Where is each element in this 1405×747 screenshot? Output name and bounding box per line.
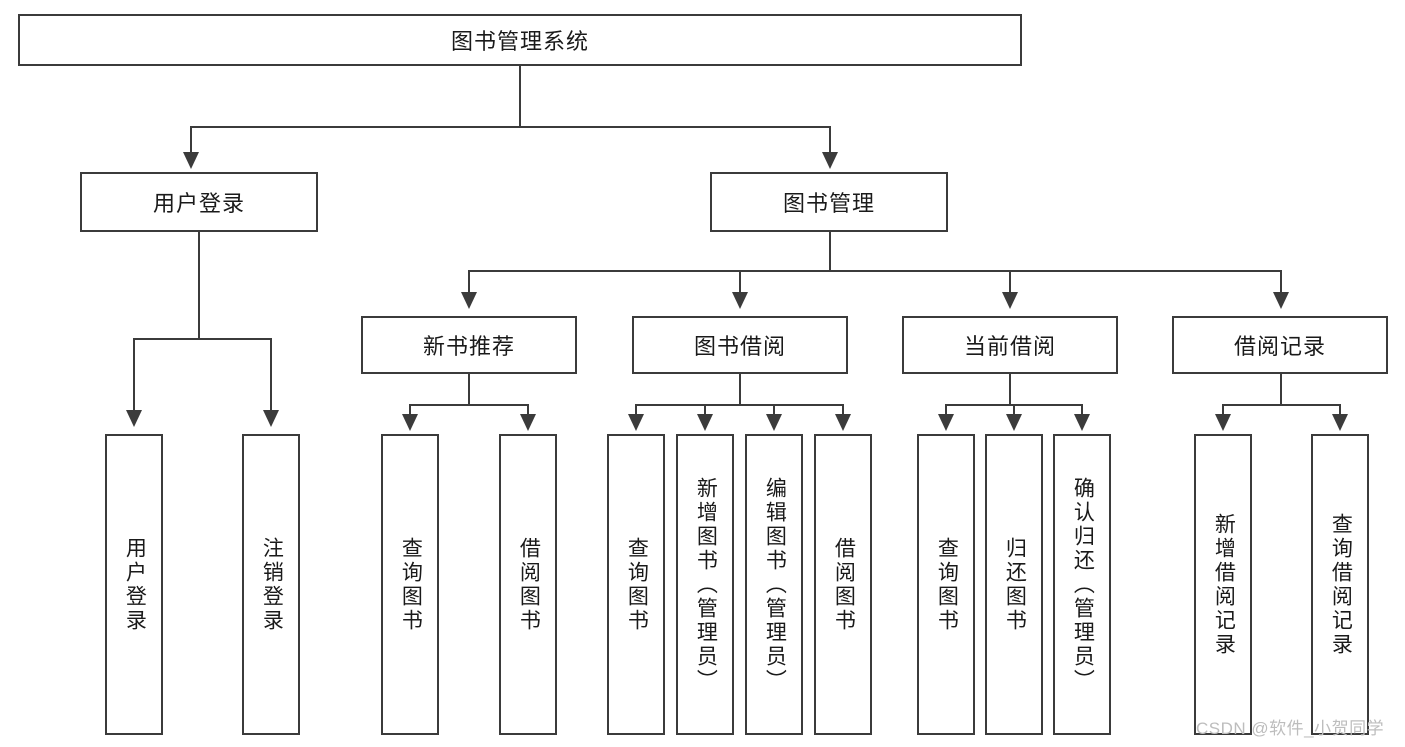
connector-new-book-stem — [468, 374, 470, 406]
node-book-borrow[interactable]: 图书借阅 — [632, 316, 848, 374]
arrow-icon-root-to-user-login — [183, 152, 199, 169]
connector-book-borrow-stem — [739, 374, 741, 406]
connector-book-borrow-bar — [635, 404, 844, 406]
leaf-book-borrow-borrow[interactable]: 借阅图书 — [814, 434, 872, 735]
connector-current-borrow-drop-3 — [1081, 404, 1083, 416]
leaf-current-borrow-query[interactable]: 查询图书 — [917, 434, 975, 735]
arrow-icon-root-to-book-manage — [822, 152, 838, 169]
connector-root-to-user-login — [190, 126, 192, 153]
connector-user-login-stem — [198, 232, 200, 340]
arrow-icon-current-borrow-leaf-3 — [1074, 414, 1090, 431]
leaf-user-login-logout[interactable]: 注销登录 — [242, 434, 300, 735]
connector-user-login-bar — [133, 338, 270, 340]
arrow-icon-current-borrow-leaf-1 — [938, 414, 954, 431]
arrow-icon-to-borrow-record — [1273, 292, 1289, 309]
arrow-icon-current-borrow-leaf-2 — [1006, 414, 1022, 431]
arrow-icon-to-book-borrow — [732, 292, 748, 309]
arrow-icon-borrow-record-leaf-1 — [1215, 414, 1231, 431]
connector-root-bar — [190, 126, 831, 128]
connector-book-manage-drop-2 — [739, 270, 741, 294]
connector-book-borrow-drop-4 — [842, 404, 844, 416]
arrow-icon-user-login-leaf-2 — [263, 410, 279, 427]
connector-root-to-book-manage — [829, 126, 831, 153]
node-borrow-record[interactable]: 借阅记录 — [1172, 316, 1388, 374]
connector-current-borrow-stem — [1009, 374, 1011, 406]
connector-user-login-drop-2 — [270, 338, 272, 412]
arrow-icon-book-borrow-leaf-2 — [697, 414, 713, 431]
leaf-new-book-borrow[interactable]: 借阅图书 — [499, 434, 557, 735]
connector-book-manage-drop-4 — [1280, 270, 1282, 294]
connector-book-borrow-drop-3 — [773, 404, 775, 416]
leaf-new-book-query[interactable]: 查询图书 — [381, 434, 439, 735]
leaf-borrow-record-add[interactable]: 新增借阅记录 — [1194, 434, 1252, 735]
leaf-current-borrow-confirm-return[interactable]: 确认归还（管理员） — [1053, 434, 1111, 735]
arrow-icon-book-borrow-leaf-4 — [835, 414, 851, 431]
connector-current-borrow-drop-2 — [1013, 404, 1015, 416]
watermark-text: CSDN @软件_小贺同学 — [1196, 719, 1385, 738]
leaf-current-borrow-return[interactable]: 归还图书 — [985, 434, 1043, 735]
arrow-icon-to-new-book-recommend — [461, 292, 477, 309]
arrow-icon-new-book-leaf-2 — [520, 414, 536, 431]
node-book-manage[interactable]: 图书管理 — [710, 172, 948, 232]
connector-book-borrow-drop-1 — [635, 404, 637, 416]
leaf-book-borrow-add[interactable]: 新增图书（管理员） — [676, 434, 734, 735]
connector-book-manage-stem — [829, 232, 831, 272]
leaf-borrow-record-query[interactable]: 查询借阅记录 — [1311, 434, 1369, 735]
connector-book-manage-drop-1 — [468, 270, 470, 294]
connector-new-book-drop-1 — [409, 404, 411, 416]
leaf-user-login-login[interactable]: 用户登录 — [105, 434, 163, 735]
connector-borrow-record-drop-1 — [1222, 404, 1224, 416]
arrow-icon-book-borrow-leaf-1 — [628, 414, 644, 431]
connector-new-book-drop-2 — [527, 404, 529, 416]
node-current-borrow[interactable]: 当前借阅 — [902, 316, 1118, 374]
connector-borrow-record-stem — [1280, 374, 1282, 406]
connector-book-borrow-drop-2 — [704, 404, 706, 416]
leaf-book-borrow-query[interactable]: 查询图书 — [607, 434, 665, 735]
connector-book-manage-bar — [468, 270, 1282, 272]
connector-borrow-record-bar — [1222, 404, 1339, 406]
connector-root-stem — [519, 66, 521, 126]
leaf-book-borrow-edit[interactable]: 编辑图书（管理员） — [745, 434, 803, 735]
node-root-system[interactable]: 图书管理系统 — [18, 14, 1022, 66]
connector-book-manage-drop-3 — [1009, 270, 1011, 294]
node-new-book-recommend[interactable]: 新书推荐 — [361, 316, 577, 374]
arrow-icon-user-login-leaf-1 — [126, 410, 142, 427]
connector-current-borrow-drop-1 — [945, 404, 947, 416]
arrow-icon-borrow-record-leaf-2 — [1332, 414, 1348, 431]
arrow-icon-book-borrow-leaf-3 — [766, 414, 782, 431]
connector-borrow-record-drop-2 — [1339, 404, 1341, 416]
arrow-icon-new-book-leaf-1 — [402, 414, 418, 431]
connector-user-login-drop-1 — [133, 338, 135, 412]
connector-new-book-bar — [409, 404, 528, 406]
arrow-icon-to-current-borrow — [1002, 292, 1018, 309]
node-user-login[interactable]: 用户登录 — [80, 172, 318, 232]
